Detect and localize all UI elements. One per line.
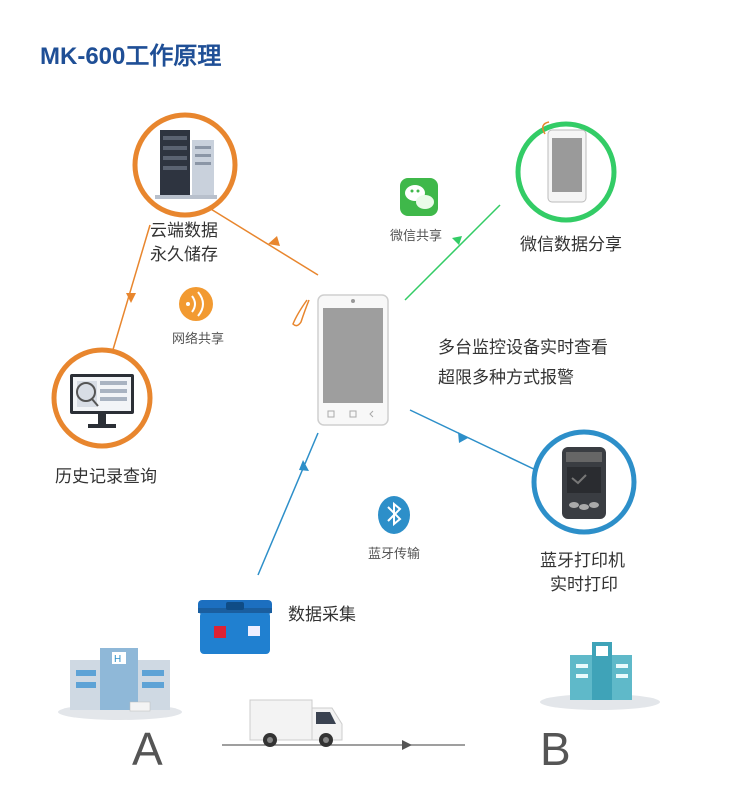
wechat-share-label: 微信数据分享 bbox=[520, 235, 622, 254]
hospital-b-icon bbox=[540, 642, 660, 710]
arrow-route bbox=[402, 740, 412, 750]
phone-small-icon bbox=[542, 121, 587, 203]
arrow-cloud-to-history bbox=[126, 293, 136, 303]
svg-text:H: H bbox=[114, 654, 121, 665]
bluetooth-label: 蓝牙传输 bbox=[368, 546, 421, 561]
collect-label: 数据采集 bbox=[288, 605, 356, 624]
arrow-phone-to-wechat bbox=[452, 236, 462, 245]
printer-label-line2: 实时打印 bbox=[550, 575, 618, 594]
printer-icon bbox=[562, 447, 606, 519]
monitor-label-line2: 超限多种方式报警 bbox=[438, 368, 574, 387]
arrow-phone-to-cloud bbox=[268, 236, 280, 246]
line-phone-to-wechat bbox=[404, 204, 501, 301]
cloud-storage-node bbox=[132, 112, 238, 218]
monitor-label-line1: 多台监控设备实时查看 bbox=[438, 338, 608, 357]
line-collect-to-phone bbox=[257, 432, 319, 576]
server-icon bbox=[155, 130, 217, 199]
bluetooth-icon bbox=[378, 496, 410, 534]
wechat-icon-label: 微信共享 bbox=[390, 228, 443, 243]
wechat-share-node bbox=[515, 121, 617, 223]
route-start-label: A bbox=[132, 723, 163, 775]
route-end-label: B bbox=[540, 723, 571, 775]
line-cloud-to-history bbox=[111, 224, 151, 354]
hospital-a-icon: H bbox=[58, 648, 182, 720]
wechat-icon bbox=[400, 178, 438, 216]
history-label: 历史记录查询 bbox=[55, 467, 157, 486]
central-phone bbox=[292, 294, 389, 426]
cloud-label-line1: 云端数据 bbox=[150, 221, 218, 240]
lanyard-icon bbox=[292, 299, 310, 327]
arrow-phone-to-printer bbox=[458, 432, 468, 443]
arrow-collect-to-phone bbox=[299, 460, 309, 471]
line-phone-to-printer bbox=[409, 409, 541, 473]
page-title: MK-600工作原理 bbox=[40, 43, 222, 70]
printer-label-line1: 蓝牙打印机 bbox=[540, 551, 625, 570]
history-query-node bbox=[51, 347, 153, 449]
truck-icon bbox=[249, 699, 343, 747]
connection-lines bbox=[111, 189, 541, 750]
computer-icon bbox=[70, 374, 134, 428]
printer-node bbox=[531, 429, 637, 535]
network-icon bbox=[179, 287, 213, 321]
cooler-box-icon bbox=[198, 600, 272, 654]
network-label: 网络共享 bbox=[172, 331, 225, 346]
cloud-label-line2: 永久储存 bbox=[150, 245, 218, 264]
